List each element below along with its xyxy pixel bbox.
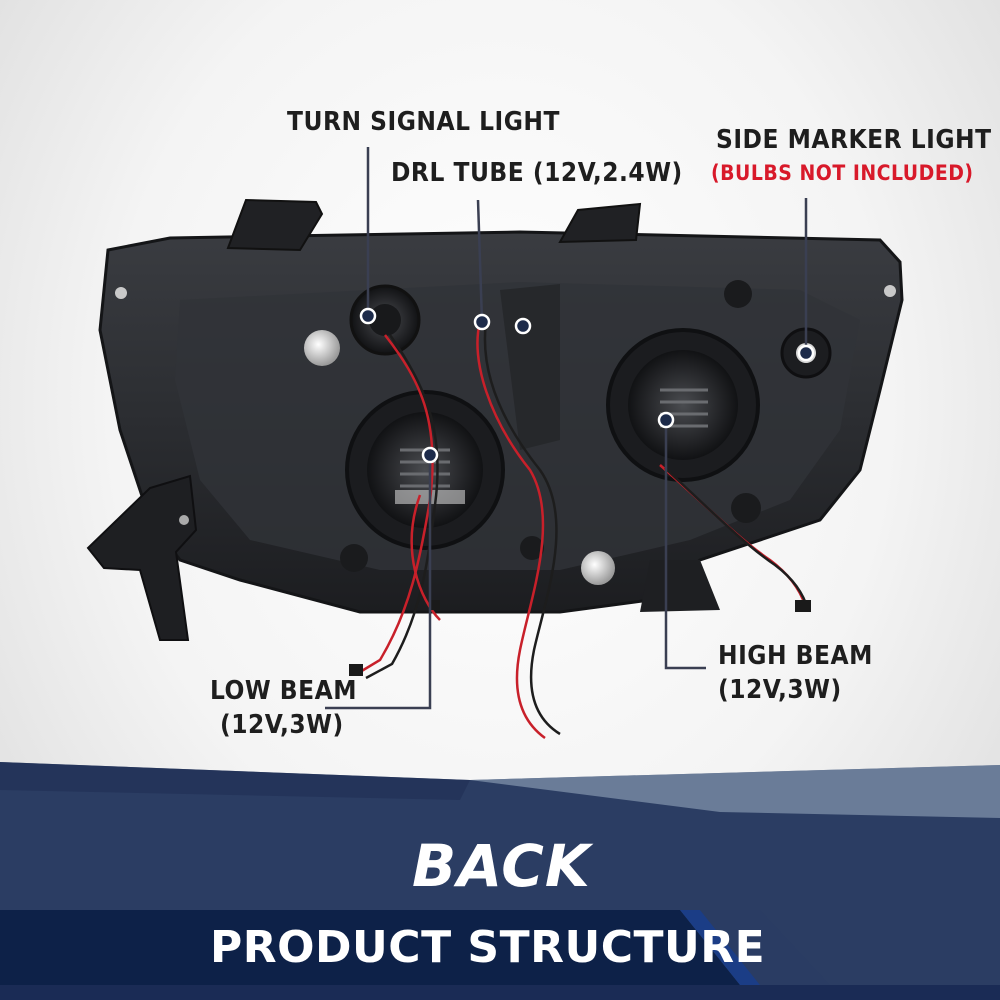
high-beam-label: HIGH BEAM xyxy=(718,641,873,671)
high-beam-socket xyxy=(606,328,760,482)
high-beam-spec: (12V,3W) xyxy=(718,675,842,705)
banner-subtitle: PRODUCT STRUCTURE xyxy=(210,922,766,973)
low-beam-spec: (12V,3W) xyxy=(220,710,344,740)
low-beam-socket xyxy=(345,390,505,550)
turn-signal-label: TURN SIGNAL LIGHT xyxy=(287,107,560,137)
side-marker-label: SIDE MARKER LIGHT xyxy=(716,125,992,155)
bulbs-not-included-note: (BULBS NOT INCLUDED) xyxy=(711,161,974,185)
wire-connectors xyxy=(349,600,811,676)
drl-tube-label: DRL TUBE (12V,2.4W) xyxy=(391,158,683,188)
banner-title: BACK xyxy=(412,832,591,900)
bottom-banner xyxy=(0,762,1000,1000)
headlight-housing xyxy=(86,198,904,641)
callout-lines xyxy=(325,147,808,710)
callout-markers xyxy=(359,307,815,464)
wiring-harness xyxy=(359,321,810,740)
low-beam-label: LOW BEAM xyxy=(210,676,357,706)
